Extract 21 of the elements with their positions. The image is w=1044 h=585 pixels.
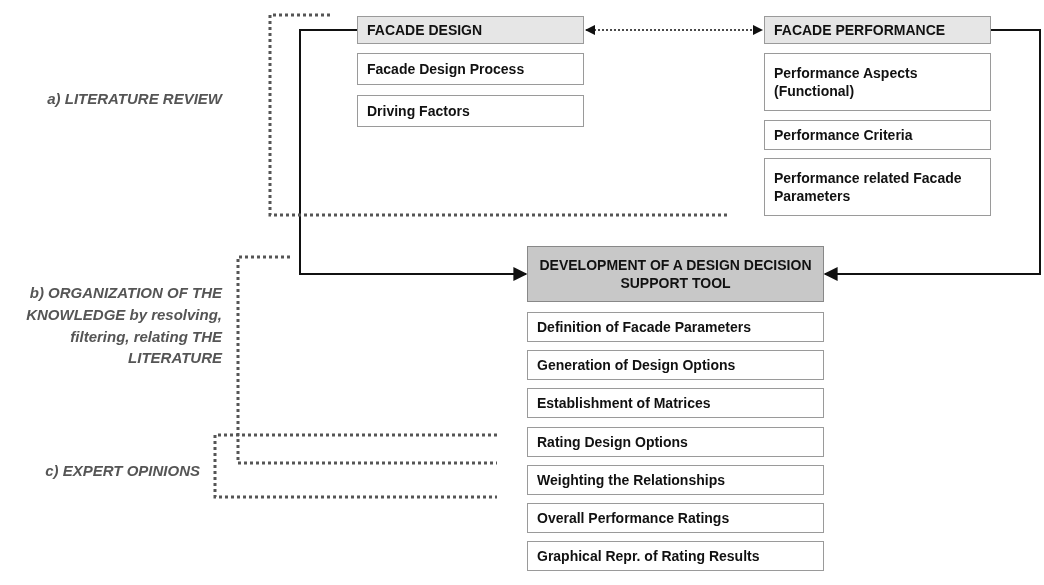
arrow <box>823 29 1041 281</box>
main-box: DEVELOPMENT OF A DESIGN DECISION SUPPORT TOOL <box>527 246 824 302</box>
arrow <box>584 24 764 36</box>
item-box: Definition of Facade Parameters <box>527 312 824 342</box>
item-box: Performance related Facade Parameters <box>764 158 991 216</box>
header-box: FACADE DESIGN <box>357 16 584 44</box>
arrow <box>299 29 528 281</box>
item-box: Overall Performance Ratings <box>527 503 824 533</box>
section-label: a) LITERATURE REVIEW <box>46 89 222 109</box>
header-box: FACADE PERFORMANCE <box>764 16 991 44</box>
item-box: Driving Factors <box>357 95 584 127</box>
item-box: Generation of Design Options <box>527 350 824 381</box>
item-box: Performance Aspects (Functional) <box>764 53 991 111</box>
item-box: Establishment of Matrices <box>527 388 824 419</box>
item-box: Facade Design Process <box>357 53 584 85</box>
section-label: b) ORGANIZATION OF THE KNOWLEDGE by resolving, filtering, relating THE LITERATURE <box>25 283 222 369</box>
section-label: c) EXPERT OPINIONS <box>44 461 200 481</box>
item-box: Performance Criteria <box>764 120 991 150</box>
item-box: Graphical Repr. of Rating Results <box>527 541 824 572</box>
item-box: Rating Design Options <box>527 426 824 457</box>
item-box: Weighting the Relationships <box>527 464 824 495</box>
